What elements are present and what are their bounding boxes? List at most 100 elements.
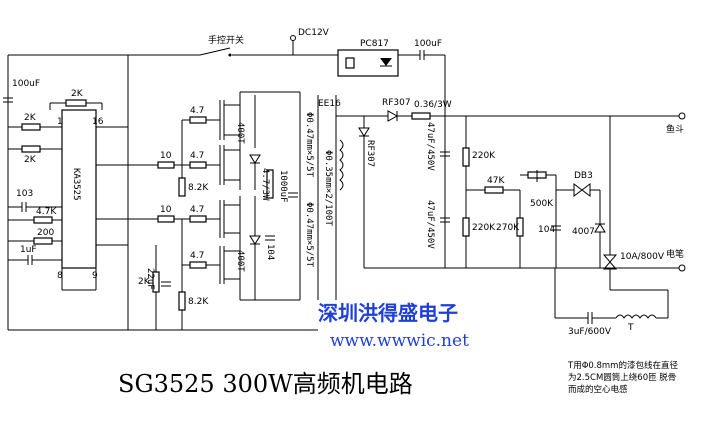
- ic-label: KA3525: [71, 168, 81, 201]
- diode-rf307-b-label: RF307: [365, 140, 375, 167]
- capacitor-1uf-label: 1uF: [20, 245, 37, 255]
- capacitor-1000uf: [288, 192, 298, 198]
- resistor-0-36-3w: [411, 112, 431, 120]
- resistor-220k-a-label: 220K: [472, 151, 496, 161]
- manual-switch-label: 手控开关: [208, 34, 244, 46]
- diode-400t-b-label: 400T: [235, 250, 245, 272]
- note-line-1: T用Φ0.8mm的漆包线在直径: [567, 360, 678, 371]
- capacitor-104-mid-label: 104: [265, 244, 275, 260]
- manual-switch: [199, 47, 232, 57]
- dc12v-label: DC12V: [298, 28, 330, 38]
- resistor-2k-b: [21, 145, 41, 153]
- resistor-4-7-b: [189, 161, 207, 169]
- winding-2-label: Φ0.47mm×5/5T: [304, 202, 314, 268]
- resistor-10-a-label: 10: [160, 151, 172, 161]
- output-terminal-fish: [678, 112, 686, 120]
- resistor-10-a: [157, 161, 175, 169]
- resistor-8-2k-b: [178, 291, 186, 311]
- inductor-t-label: T: [627, 323, 634, 333]
- note-line-3: 而成的空心电感: [568, 384, 628, 395]
- circuit-title: SG3525 300W高频机电路: [118, 370, 413, 398]
- brand-url: www.wwwic.net: [330, 331, 469, 351]
- resistor-2k-top-label: 2K: [71, 89, 84, 99]
- output-fish-label: 鱼斗: [666, 123, 684, 135]
- inductor-t: [615, 314, 657, 319]
- resistor-10-b-label: 10: [160, 205, 172, 215]
- diac-db3: [573, 183, 591, 197]
- resistor-2k-top: [65, 99, 87, 107]
- capacitor-100uf-top-label: 100uF: [414, 39, 442, 49]
- diode-rf307-b: [358, 116, 370, 268]
- resistor-4-7-d-label: 4.7: [190, 251, 204, 261]
- output-terminal-pen: [678, 264, 686, 272]
- capacitor-104-right-label: 104: [538, 225, 555, 235]
- resistor-2k-a-label: 2K: [24, 113, 37, 123]
- diode-400t-b: [249, 196, 261, 300]
- resistor-4-7k: [33, 216, 53, 224]
- triac-10a-800v: [602, 254, 618, 270]
- pin-8-label: 8: [57, 271, 63, 281]
- pin-16-label: 16: [92, 117, 104, 127]
- ic-ka3525: [61, 109, 97, 269]
- capacitor-3uf: [587, 312, 593, 324]
- winding-1-label: Φ0.47mm×5/5T: [304, 112, 314, 178]
- resistor-10-b: [157, 215, 175, 223]
- optocoupler-transistor: [345, 57, 355, 69]
- pc817-label: PC817: [360, 39, 389, 49]
- transformer-label: EE16: [318, 99, 341, 109]
- diode-400t-a: [249, 95, 261, 190]
- resistor-4-7-3w: [266, 169, 274, 199]
- dc12v-terminal: [290, 35, 296, 41]
- capacitor-47uf-a-label: 47uF/450V: [425, 122, 435, 171]
- capacitor-47uf-b: [440, 217, 450, 223]
- diode-400t-a-label: 400T: [235, 122, 245, 144]
- capacitor-47uf-a: [440, 151, 450, 157]
- capacitor-103: [8, 202, 62, 212]
- winding-3-label: Φ0.35mm×2/100T: [323, 150, 333, 226]
- capacitor-103-label: 103: [16, 189, 33, 199]
- resistor-47k-label: 47K: [487, 176, 505, 186]
- diode-4007: [594, 223, 606, 233]
- resistor-270k-label: 270K: [496, 223, 520, 233]
- resistor-220k-a: [462, 147, 470, 167]
- resistor-4-7-a: [189, 116, 207, 124]
- diode-rf307-a: [387, 110, 399, 122]
- resistor-270k: [516, 217, 524, 237]
- capacitor-1uf: [8, 255, 62, 265]
- resistor-2k-bottom-label: 2K: [138, 277, 151, 287]
- diode-rf307-a-label: RF307: [382, 98, 411, 108]
- resistor-4-7-b-label: 4.7: [190, 151, 204, 161]
- brand-name: 深圳洪得盛电子: [318, 301, 458, 325]
- optocoupler-led-icon: [380, 58, 392, 66]
- triac-label: 10A/800V: [620, 252, 665, 262]
- capacitor-3uf-label: 3uF/600V: [568, 327, 612, 337]
- capacitor-22uf: [161, 281, 171, 287]
- transformer-ee16: [299, 92, 344, 300]
- capacitor-100uf-left-label: 100uF: [12, 79, 40, 89]
- resistor-2k-b-label: 2K: [24, 155, 37, 165]
- resistor-4-7-c-label: 4.7: [190, 205, 204, 215]
- resistor-4-7-c: [189, 215, 207, 223]
- resistor-8-2k-a: [178, 177, 186, 197]
- resistor-220k-b: [462, 217, 470, 237]
- resistor-4-7-d: [189, 261, 207, 269]
- mosfet-group-top: [206, 92, 241, 190]
- resistor-200-label: 200: [37, 228, 54, 238]
- resistor-4-7-3w-label: 4.7/3W: [260, 168, 270, 201]
- diac-db3-label: DB3: [574, 171, 593, 181]
- capacitor-104-right: [551, 225, 561, 231]
- output-pen-label: 电笔: [666, 248, 684, 260]
- resistor-47k: [484, 186, 504, 194]
- potentiometer-500k-label: 500K: [530, 199, 554, 209]
- resistor-2k-a: [21, 123, 41, 131]
- resistor-4-7k-label: 4.7K: [36, 207, 57, 217]
- resistor-200: [33, 237, 53, 245]
- diode-4007-label: 4007: [572, 227, 595, 237]
- capacitor-1000uf-label: 1000uF: [278, 170, 288, 203]
- top-rail: [7, 40, 338, 330]
- resistor-0-36-label: 0.36/3W: [414, 100, 452, 110]
- mosfet-group-bottom: [206, 196, 241, 300]
- capacitor-100uf-left: [3, 97, 13, 103]
- resistor-4-7-a-label: 4.7: [190, 106, 204, 116]
